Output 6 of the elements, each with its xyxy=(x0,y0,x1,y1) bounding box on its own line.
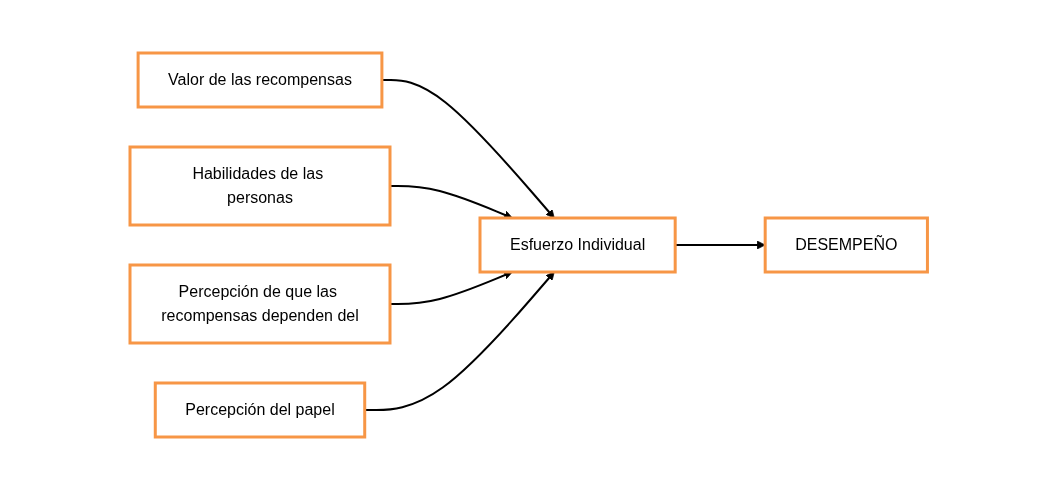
node-box: Percepción del papel xyxy=(153,381,366,439)
node-box: Habilidades de las personas xyxy=(128,145,392,227)
node-box: Esfuerzo Individual xyxy=(478,216,677,274)
node-box: Valor de las recompensas xyxy=(136,51,384,109)
node-box: DESEMPEÑO xyxy=(763,216,929,274)
node-box: Percepción de que las recompensas dependen del xyxy=(128,263,392,345)
